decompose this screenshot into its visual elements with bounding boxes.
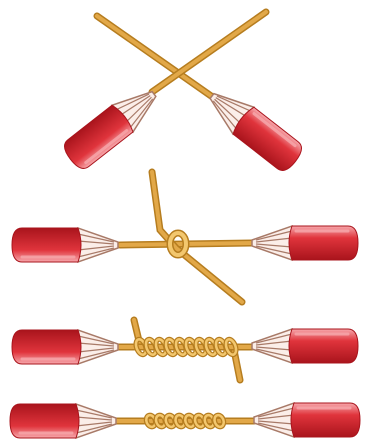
insulated-wire-left xyxy=(12,330,118,364)
insulated-wire-right xyxy=(252,226,358,260)
twisted-conductors xyxy=(118,338,252,356)
insulated-wire-right xyxy=(202,83,306,175)
insulated-wire-left xyxy=(12,228,118,262)
copper-conductor-bent-end xyxy=(152,172,242,302)
insulated-wire-left xyxy=(60,81,164,173)
step-1-crossed-wires xyxy=(60,12,306,175)
step-2-first-wrap xyxy=(12,172,358,302)
insulated-wire-right xyxy=(252,329,358,363)
step-4-finished-splice xyxy=(10,403,360,438)
copper-conductor-right xyxy=(152,12,266,92)
twisted-conductors-finished xyxy=(116,414,254,428)
step-3-twisted-with-ends xyxy=(12,320,358,380)
insulated-wire-right xyxy=(254,403,360,437)
insulated-wire-left xyxy=(10,404,116,438)
